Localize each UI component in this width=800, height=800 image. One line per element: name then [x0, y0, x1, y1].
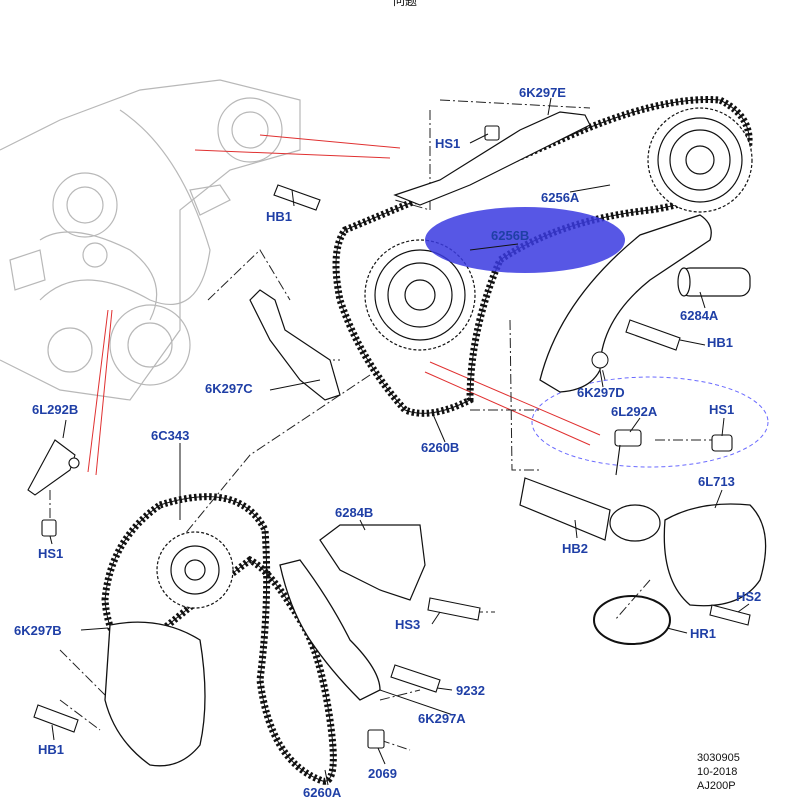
label-HS1-left[interactable]: HS1 — [38, 546, 63, 561]
label-HB1-upper[interactable]: HB1 — [266, 209, 292, 224]
camshaft-sprocket-exhaust — [647, 107, 753, 213]
label-HS2[interactable]: HS2 — [736, 589, 761, 604]
upper-timing-chain — [332, 96, 753, 417]
label-6256A[interactable]: 6256A — [541, 190, 580, 205]
part-6K297E-chain-guide[interactable] — [393, 111, 591, 206]
label-HB1-right[interactable]: HB1 — [707, 335, 733, 350]
part-6284A-tensioner[interactable] — [677, 267, 751, 297]
part-6284B-tensioner[interactable] — [319, 524, 426, 601]
model-code: AJ200P — [697, 780, 736, 792]
label-2069[interactable]: 2069 — [368, 766, 397, 781]
label-HS1-right[interactable]: HS1 — [709, 402, 734, 417]
label-6K297A[interactable]: 6K297A — [418, 711, 466, 726]
part-6C343-crank-sprocket[interactable] — [156, 531, 234, 609]
part-HS3-bolt[interactable] — [427, 597, 481, 621]
label-6C343[interactable]: 6C343 — [151, 428, 189, 443]
engine-background-illustration — [0, 79, 301, 401]
label-6L292A[interactable]: 6L292A — [611, 404, 658, 419]
label-6L713[interactable]: 6L713 — [698, 474, 735, 489]
variant-callout-ellipse — [531, 376, 769, 468]
label-HS3[interactable]: HS3 — [395, 617, 420, 632]
label-6K297E[interactable]: 6K297E — [519, 85, 566, 100]
part-6K297A-chain-guide[interactable] — [279, 559, 381, 701]
label-6284B[interactable]: 6284B — [335, 505, 373, 520]
drawing-number: 3030905 — [697, 752, 740, 764]
label-9232[interactable]: 9232 — [456, 683, 485, 698]
part-HS1-bolt-upper[interactable] — [484, 125, 500, 141]
part-6L292A-sensor[interactable] — [614, 429, 642, 476]
part-HB1-dowel-left[interactable] — [273, 184, 321, 211]
label-6260A[interactable]: 6260A — [303, 785, 342, 800]
label-6256B[interactable]: 6256B — [491, 228, 529, 243]
part-HS1-bolt-left[interactable] — [41, 519, 57, 537]
drawing-date: 10-2018 — [697, 766, 738, 778]
part-HB2-shaft[interactable] — [519, 477, 661, 542]
label-leader-lines — [49, 97, 750, 786]
callout-lines — [87, 134, 601, 476]
part-6K297C-chain-guide[interactable] — [249, 289, 341, 401]
label-6K297B[interactable]: 6K297B — [14, 623, 62, 638]
part-HB1-dowel-right[interactable] — [625, 319, 681, 351]
header-text: 问题 — [393, 0, 418, 8]
part-labels: 6K297E HS1 HB1 6256A 6256B 6284A HB1 6K2… — [14, 85, 761, 800]
part-6256B-highlight[interactable] — [425, 207, 625, 273]
part-6K297D-pivot — [591, 351, 609, 369]
part-HS1-bolt-right[interactable] — [711, 434, 733, 452]
label-HB1-lower[interactable]: HB1 — [38, 742, 64, 757]
label-HR1[interactable]: HR1 — [690, 626, 716, 641]
label-6K297C[interactable]: 6K297C — [205, 381, 253, 396]
label-6L292B[interactable]: 6L292B — [32, 402, 78, 417]
label-6K297D[interactable]: 6K297D — [577, 385, 625, 400]
part-2069-bolt[interactable] — [367, 729, 385, 749]
part-6K297D-tensioner-arm[interactable] — [539, 214, 712, 393]
part-HR1-o-ring[interactable] — [593, 595, 671, 645]
label-HB2[interactable]: HB2 — [562, 541, 588, 556]
label-HS1-upper[interactable]: HS1 — [435, 136, 460, 151]
part-HS2-bolt[interactable] — [709, 604, 751, 626]
part-HB1-dowel-lower[interactable] — [33, 704, 79, 733]
camshaft-sprocket-intake — [364, 239, 476, 351]
label-6284A[interactable]: 6284A — [680, 308, 719, 323]
part-6L292B-sensor[interactable] — [27, 439, 80, 496]
part-9232-dowel[interactable] — [390, 664, 441, 693]
label-6260B[interactable]: 6260B — [421, 440, 459, 455]
part-6K297B-chain-guide[interactable] — [104, 621, 206, 767]
part-6L713-cover[interactable] — [663, 503, 767, 607]
